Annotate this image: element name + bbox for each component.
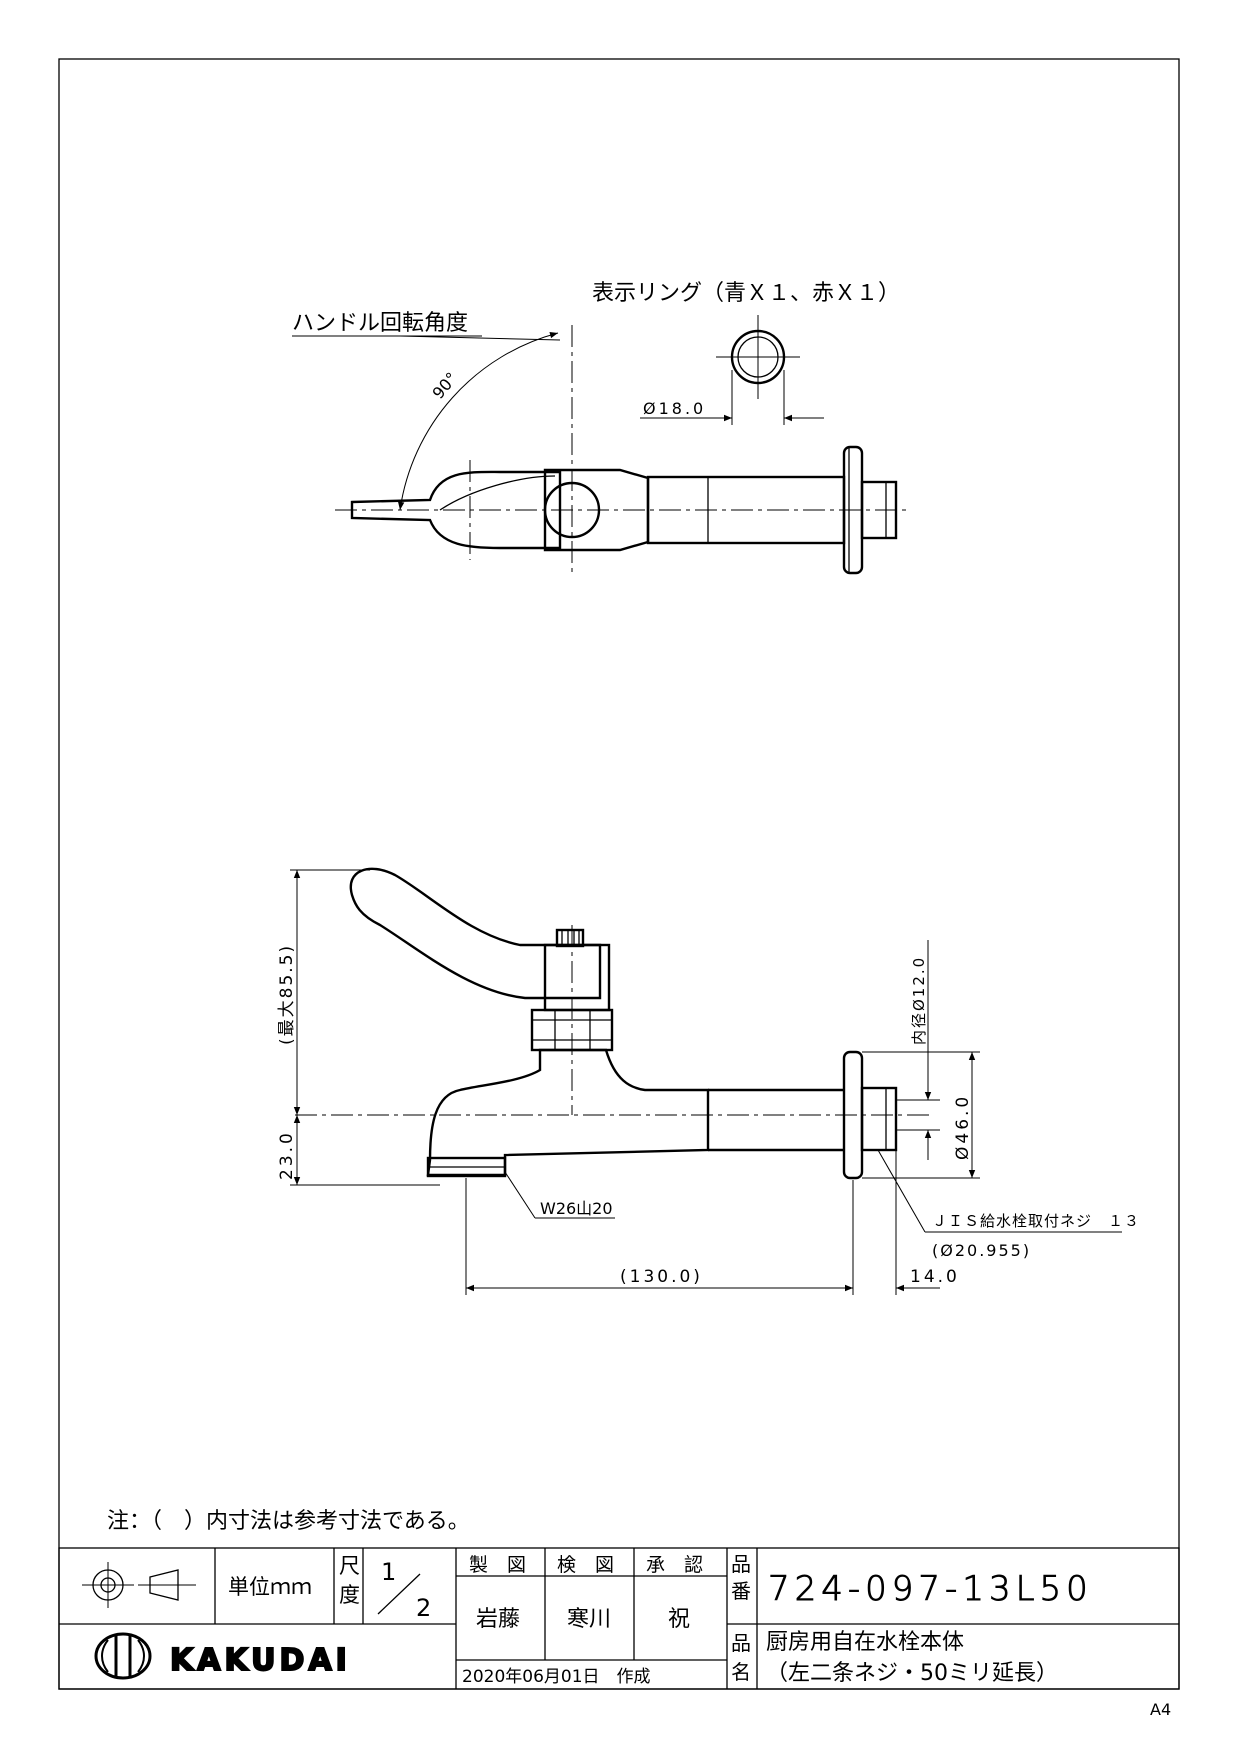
flange-diameter-label: Ø46.0 bbox=[953, 1094, 973, 1160]
drawn-label: 製 図 bbox=[469, 1554, 526, 1576]
approved-by: 祝 bbox=[668, 1607, 690, 1632]
part-name-line-2: （左二条ネジ・50ミリ延長） bbox=[766, 1661, 1058, 1686]
scale-label-1: 尺 bbox=[339, 1554, 360, 1578]
part-name-label-2: 名 bbox=[731, 1660, 751, 1684]
thread-stub-outline bbox=[860, 480, 898, 540]
rotation-arc bbox=[397, 331, 559, 511]
part-name-label-1: 品 bbox=[731, 1631, 751, 1655]
kakudai-logo: KAKUDAI bbox=[94, 1632, 351, 1680]
max-height-label: (最大85.5) bbox=[277, 944, 297, 1045]
scale-denominator: 2 bbox=[416, 1594, 431, 1622]
handle-rotation-label: ハンドル回転角度 bbox=[292, 311, 468, 336]
side-thread-stub bbox=[860, 1086, 898, 1152]
drawn-by: 岩藤 bbox=[476, 1607, 520, 1632]
title-block-border bbox=[58, 1547, 1180, 1690]
scale-slash bbox=[377, 1573, 421, 1615]
checked-label: 検 図 bbox=[557, 1554, 614, 1576]
spout-thread-label: W26山20 bbox=[540, 1199, 613, 1218]
approved-label: 承 認 bbox=[646, 1554, 703, 1576]
checked-by: 寒川 bbox=[567, 1607, 611, 1632]
scale-label-2: 度 bbox=[339, 1583, 360, 1607]
ring-diameter-label: Ø18.0 bbox=[643, 399, 706, 418]
reference-note: 注：（ ）内寸法は参考寸法である。 bbox=[107, 1509, 470, 1534]
third-angle-projection-icon bbox=[82, 1562, 196, 1608]
paper-size-label: A4 bbox=[1150, 1700, 1171, 1719]
body-spout-outline bbox=[426, 1048, 710, 1177]
scale-numerator: 1 bbox=[381, 1558, 396, 1586]
drawing-date: 2020年06月01日 作成 bbox=[462, 1667, 651, 1687]
spout-thread-leader bbox=[504, 1171, 536, 1219]
valve-stem-circle bbox=[543, 481, 601, 539]
angle-label: 90° bbox=[429, 369, 462, 403]
unit-label: 単位ｍｍ bbox=[228, 1575, 312, 1599]
indicator-ring-label: 表示リング（青Ｘ１、赤Ｘ１） bbox=[592, 281, 900, 306]
inner-diameter-label: 内径Ø12.0 bbox=[910, 956, 928, 1045]
thread-length-label: 14.0 bbox=[910, 1267, 960, 1287]
title-block: 単位ｍｍ 尺 度 1 2 製 図 検 図 承 認 岩藤 寒川 祝 2020年06… bbox=[58, 1547, 1180, 1690]
part-no-label-1: 品 bbox=[731, 1552, 751, 1576]
length-label: (130.0) bbox=[620, 1267, 703, 1287]
brand-wordmark: KAKUDAI bbox=[170, 1643, 351, 1678]
part-no-label-2: 番 bbox=[731, 1579, 751, 1603]
handle-lever-edge bbox=[439, 475, 556, 511]
side-view: (最大85.5) 23.0 Ø46.0 内径Ø12.0 (130.0) 14.0… bbox=[277, 867, 1140, 1295]
jis-thread-diameter-label: (Ø20.955) bbox=[932, 1241, 1031, 1260]
top-view: 90° ハンドル回転角度 表示リング（青Ｘ１、赤Ｘ１） Ø18.0 bbox=[292, 281, 910, 575]
jis-thread-leader bbox=[877, 1149, 926, 1233]
handle-rotation-leader bbox=[399, 335, 561, 341]
jis-thread-label: ＪＩＳ給水栓取付ネジ １３ bbox=[932, 1212, 1140, 1230]
part-name-line-1: 厨房用自在水栓本体 bbox=[766, 1630, 964, 1655]
spout-height-label: 23.0 bbox=[277, 1130, 297, 1180]
part-number: 724-097-13L50 bbox=[768, 1569, 1093, 1609]
